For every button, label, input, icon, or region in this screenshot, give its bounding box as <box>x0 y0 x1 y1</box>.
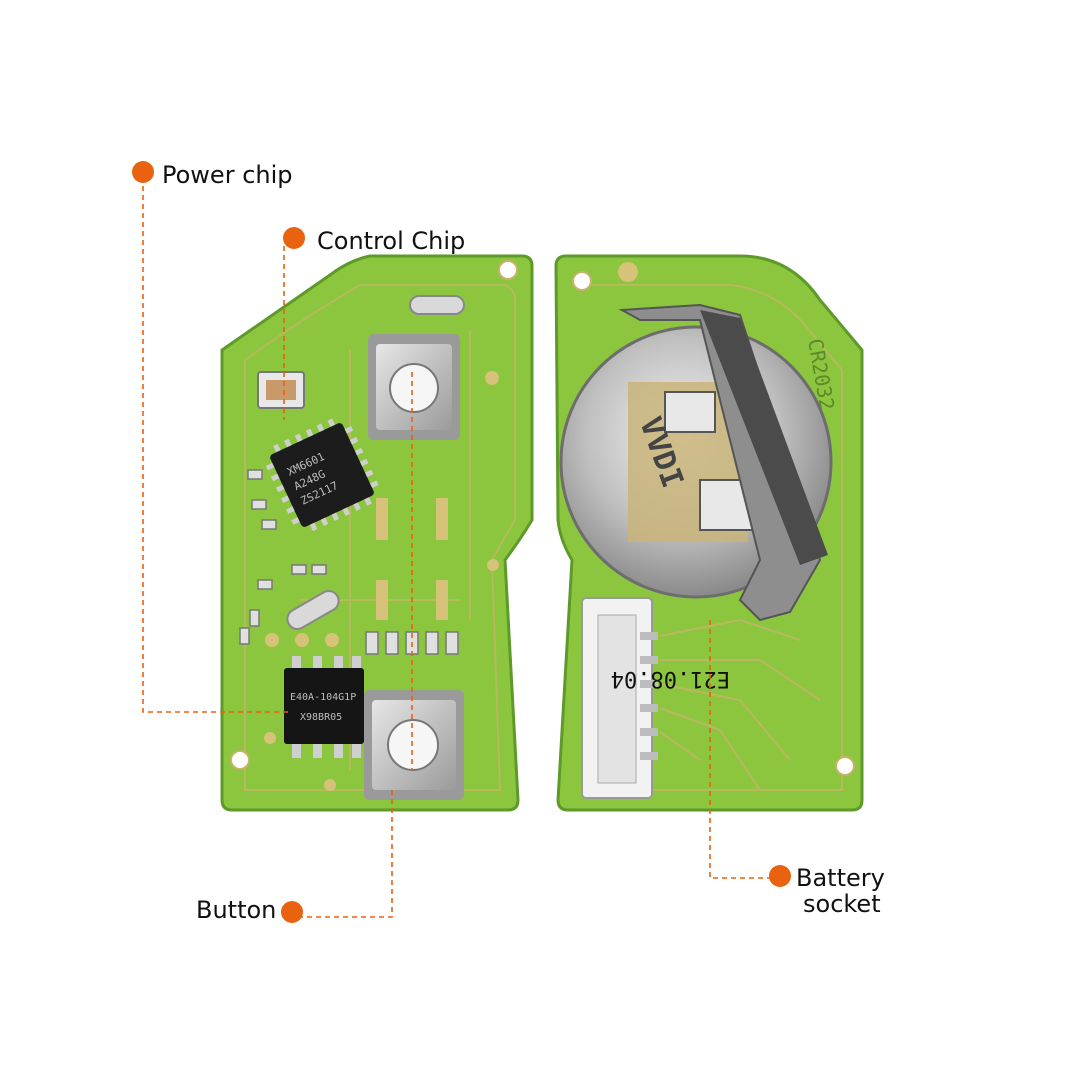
battery-socket-label-line2: socket <box>803 890 881 918</box>
power-chip-callout-dot-icon <box>132 161 154 183</box>
control-chip-callout-dot-icon <box>283 227 305 249</box>
crystal-oscillator <box>286 590 340 630</box>
battery-socket: VVDI <box>559 303 833 622</box>
left-pcb-board: XM6601 A248G ZS2117 <box>220 254 534 812</box>
mount-hole-icon <box>230 750 250 770</box>
side-connector <box>581 597 658 799</box>
mount-hole-icon <box>835 756 855 776</box>
button-callout-dot-icon <box>281 901 303 923</box>
control-chip-label: Control Chip <box>317 227 466 255</box>
battery-socket-callout-dot-icon <box>769 865 791 887</box>
date-code-marking: E21.08.04 <box>611 666 730 691</box>
top-push-button <box>368 334 460 440</box>
mount-hole-icon <box>498 260 518 280</box>
power-chip: E40A-104G1P X98BR05 <box>284 656 364 758</box>
crystal-oscillator <box>409 295 465 315</box>
power-chip-label: Power chip <box>162 161 293 189</box>
bottom-push-button <box>364 690 464 800</box>
battery-socket-label-line1: Battery <box>796 864 885 892</box>
mount-hole-icon <box>572 271 592 291</box>
power-chip-marking: X98BR05 <box>300 712 342 723</box>
control-chip: XM6601 A248G ZS2117 <box>265 418 379 532</box>
callout-lines <box>142 186 770 918</box>
button-label: Button <box>196 896 277 924</box>
right-pcb-board: CR2032 VVDI E21.08.04 <box>554 254 864 812</box>
power-chip-marking: E40A-104G1P <box>290 692 356 703</box>
